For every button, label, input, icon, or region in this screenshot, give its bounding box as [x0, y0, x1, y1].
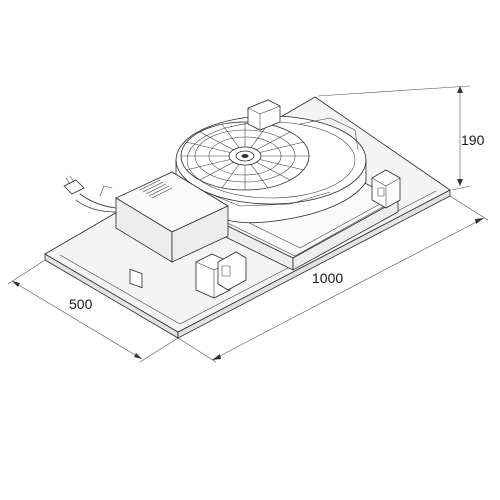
vent-grille — [139, 179, 173, 199]
dimension-height: 190 — [317, 85, 485, 191]
control-box — [115, 171, 229, 289]
rear-bracket — [247, 99, 281, 131]
dimension-length-label: 1000 — [312, 270, 343, 286]
dimension-height-label: 190 — [461, 132, 485, 148]
front-clamp-left — [195, 251, 247, 299]
dimension-width: 500 — [7, 259, 179, 363]
power-cable — [63, 175, 117, 213]
front-clamp-right — [371, 169, 401, 209]
dimension-length: 1000 — [177, 195, 489, 363]
dimension-width-label: 500 — [69, 296, 93, 312]
